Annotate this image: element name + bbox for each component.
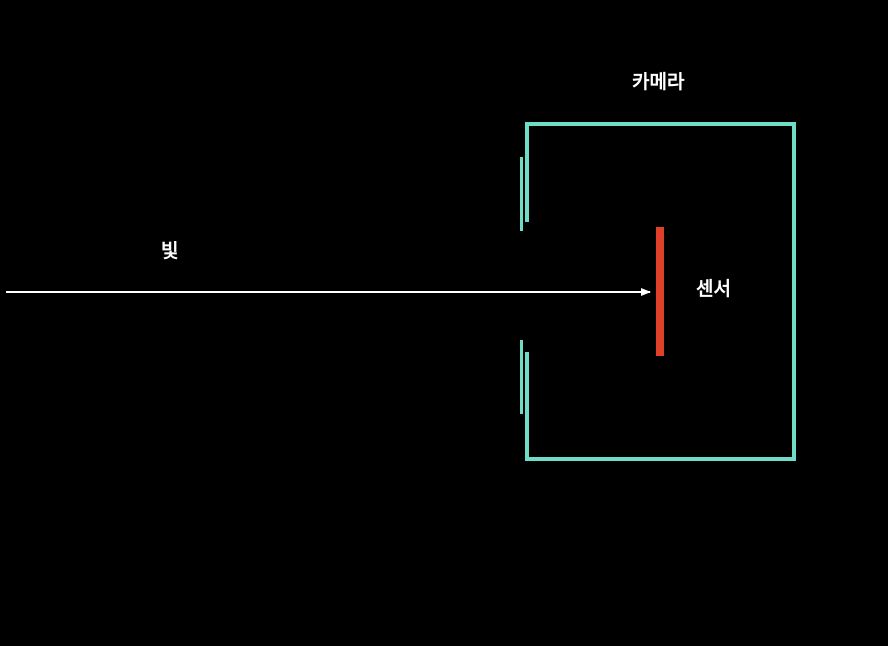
- light-label: 빛: [161, 240, 179, 262]
- sensor-label: 센서: [696, 278, 731, 300]
- camera-body-outline: [525, 122, 796, 461]
- sensor-bar: [656, 227, 664, 356]
- camera-label: 카메라: [632, 71, 685, 93]
